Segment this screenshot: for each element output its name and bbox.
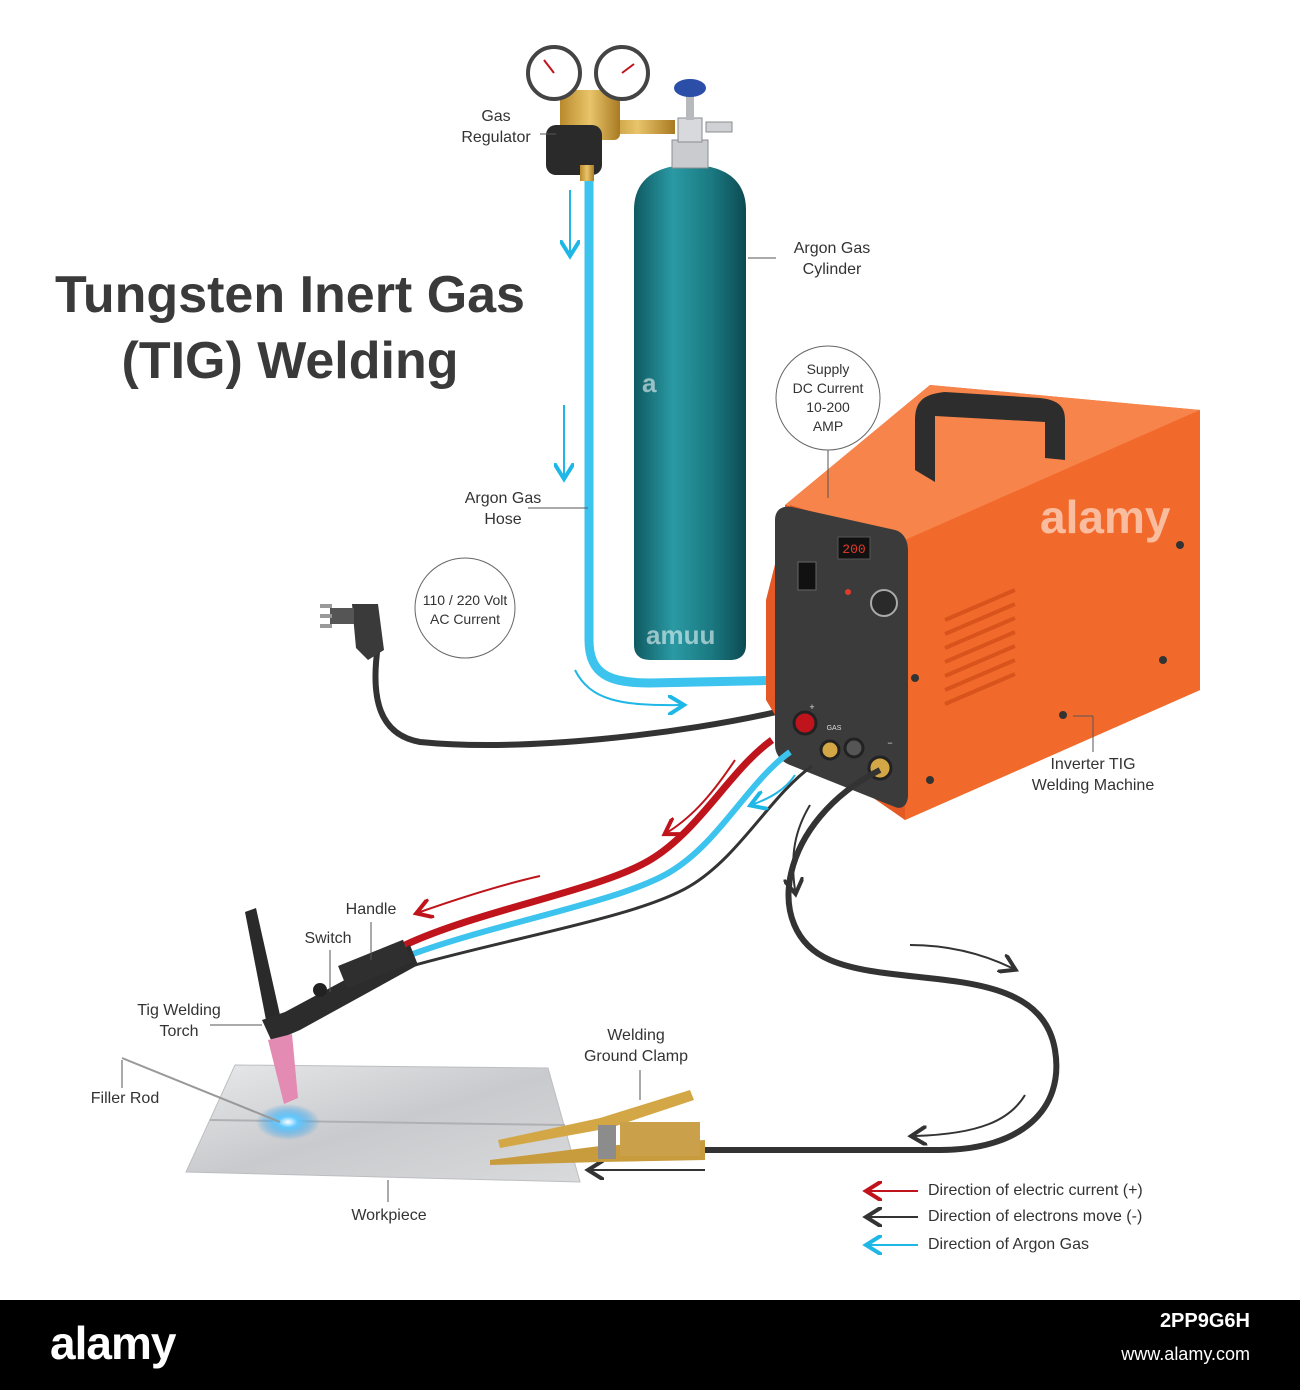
machine-display: 200 — [842, 542, 865, 557]
diagram-illustration: 200 + GAS − — [121, 45, 1200, 1300]
label-workpiece: Workpiece — [351, 1207, 427, 1224]
watermark-center: alamy — [1040, 491, 1171, 543]
legend-arrows — [870, 1191, 918, 1245]
ac-current-callout-circle — [414, 557, 516, 659]
argon-gas-cylinder — [634, 79, 746, 660]
port-label-plus: + — [809, 702, 814, 712]
welding-ground-clamp — [490, 1090, 705, 1165]
footer-image-id: 2PP9G6H — [1159, 1310, 1250, 1332]
port-label-gas: GAS — [827, 725, 842, 732]
torch-cables — [403, 737, 813, 967]
label-supply-dc-current: Supply DC Current 10-200 AMP — [792, 361, 864, 434]
gas-regulator — [526, 45, 675, 181]
legend-electrons: Direction of electrons move (-) — [928, 1208, 1143, 1225]
stock-footer-bar: alamy 2PP9G6H www.alamy.com — [0, 1300, 1300, 1390]
supply-dc-callout-circle — [775, 345, 881, 451]
label-argon-gas-hose: Argon Gas Hose — [464, 490, 542, 528]
label-argon-gas-cylinder: Argon Gas Cylinder — [793, 240, 871, 278]
label-ac-current: 110 / 220 Volt AC Current — [422, 592, 508, 627]
label-tig-welding-torch: Tig Welding Torch — [137, 1002, 221, 1040]
filler-rod — [121, 1057, 281, 1123]
title-line-1: Tungsten Inert Gas — [55, 266, 525, 324]
footer-logo: alamy — [50, 1317, 176, 1369]
port-label-minus: − — [887, 738, 892, 748]
watermark-cylinder-bottom: amuu — [646, 620, 716, 650]
diagram-title: Tungsten Inert Gas (TIG) Welding — [20, 262, 560, 394]
footer-url: www.alamy.com — [1121, 1344, 1250, 1364]
label-welding-machine: Inverter TIG Welding Machine — [1031, 756, 1155, 794]
inverter-tig-welding-machine — [766, 385, 1200, 820]
label-welding-ground-clamp: Welding Ground Clamp — [583, 1027, 689, 1065]
tig-welding-diagram: 200 + GAS − Tungsten Inert Gas (TIG) Wel… — [20, 45, 1200, 1300]
power-plug — [320, 604, 788, 748]
watermark-cylinder: a — [642, 368, 657, 398]
label-switch: Switch — [304, 930, 352, 947]
label-gas-regulator: Gas Regulator — [461, 108, 531, 146]
title-line-2: (TIG) Welding — [121, 332, 459, 390]
ground-cable — [592, 767, 1060, 1170]
tig-welding-torch — [245, 908, 418, 1104]
leader-lines — [121, 133, 1094, 1202]
label-handle: Handle — [345, 901, 397, 918]
legend-electric-current: Direction of electric current (+) — [928, 1182, 1143, 1199]
label-filler-rod: Filler Rod — [90, 1090, 160, 1107]
workpiece-plate — [185, 1064, 581, 1183]
argon-gas-hose — [564, 165, 795, 705]
legend-argon-gas: Direction of Argon Gas — [928, 1236, 1089, 1253]
